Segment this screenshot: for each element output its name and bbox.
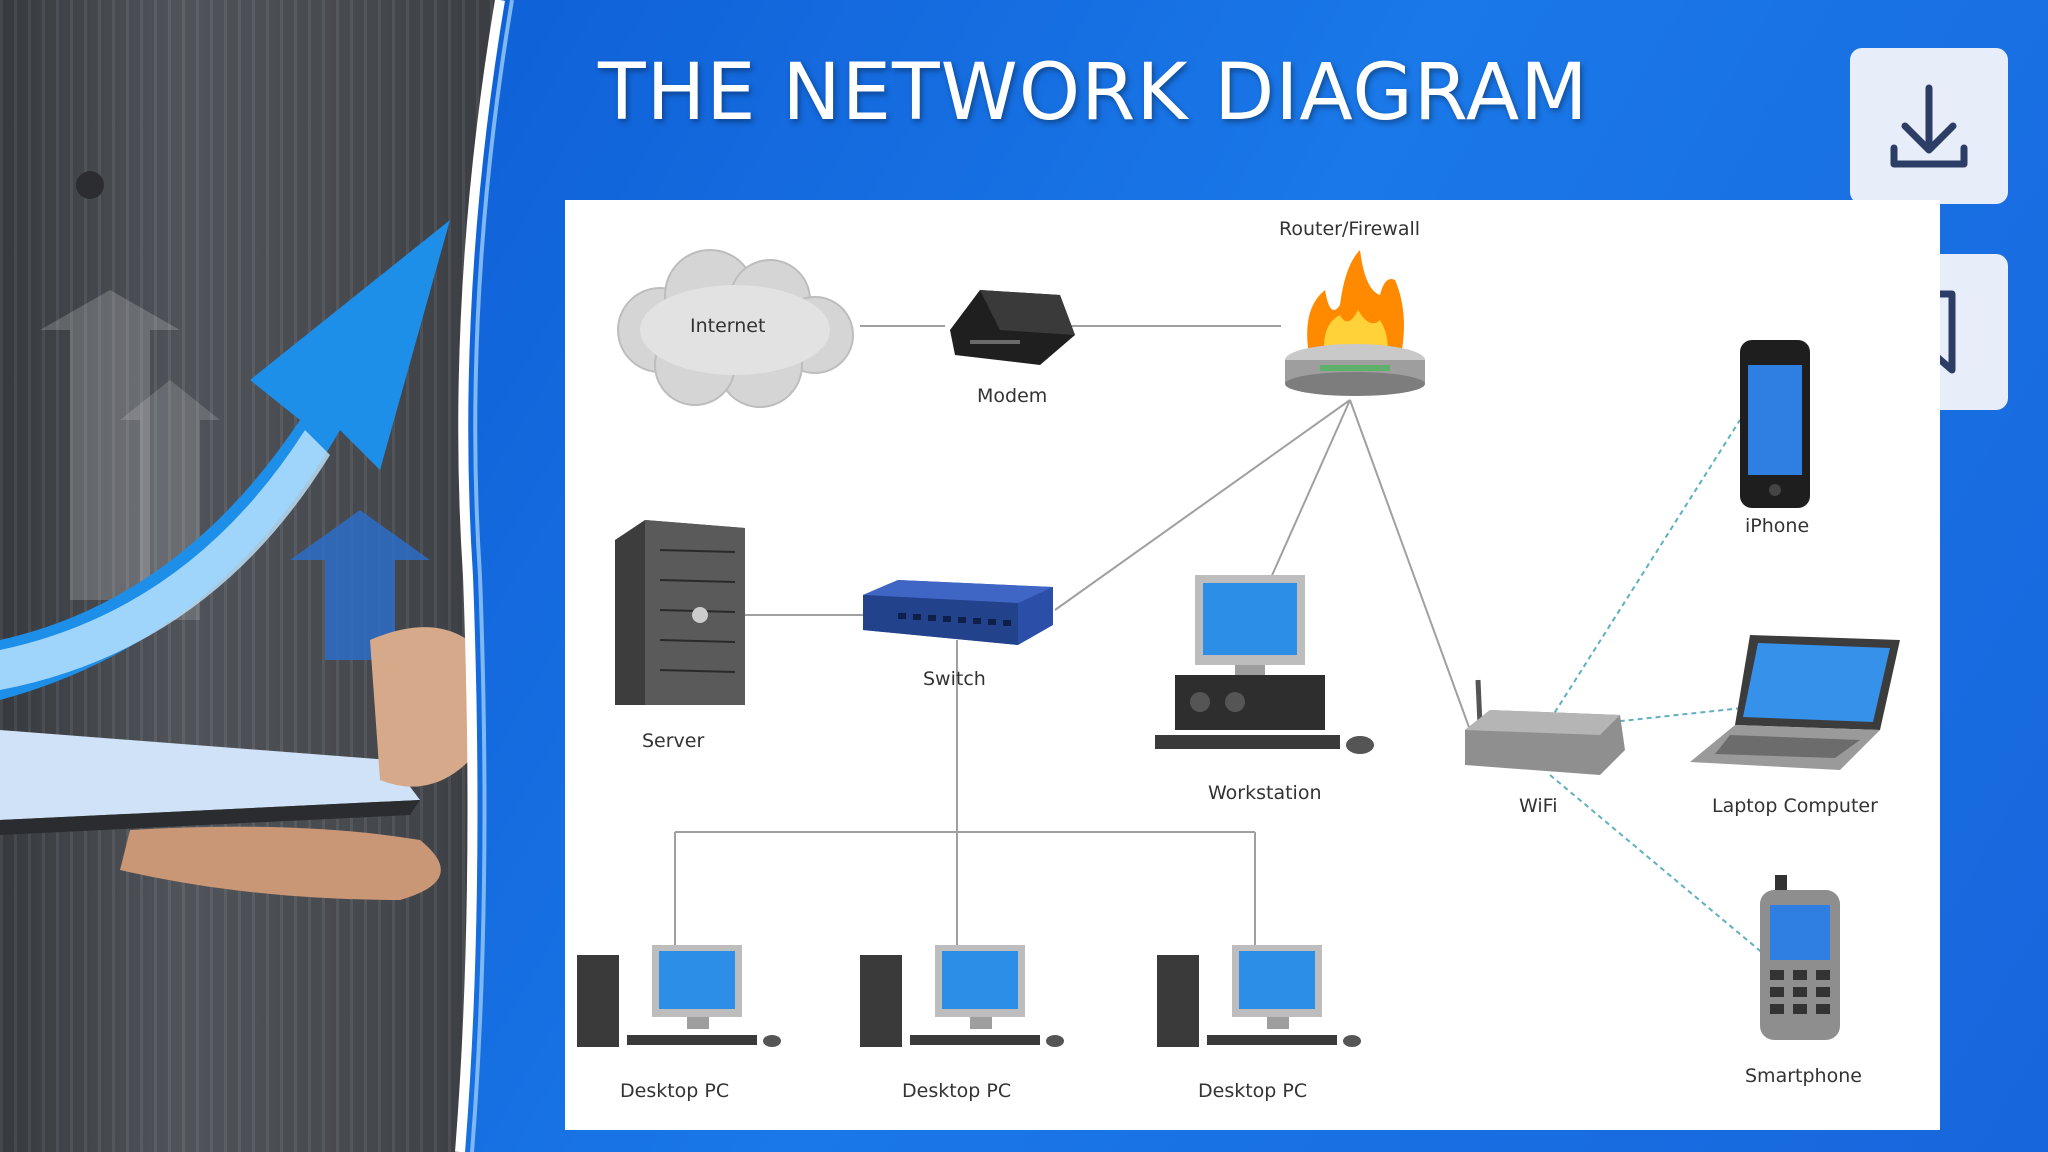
- download-button[interactable]: [1850, 48, 2008, 204]
- network-diagram: Internet Modem Router/Firewall Server: [565, 200, 1940, 1130]
- server-label: Server: [642, 730, 705, 752]
- modem-label: Modem: [977, 385, 1048, 407]
- desktop-pc-label: Desktop PC: [1198, 1080, 1308, 1102]
- desktop-pc-icon: [577, 945, 781, 1047]
- switch-icon: [863, 580, 1053, 645]
- desktop-pc-icon: [1157, 945, 1361, 1047]
- download-icon: [1890, 84, 1968, 168]
- desktop-pc-label: Desktop PC: [902, 1080, 1012, 1102]
- smartphone-label: Smartphone: [1745, 1065, 1862, 1087]
- desktop-pc-icon: [860, 945, 1064, 1047]
- internet-label: Internet: [690, 315, 766, 337]
- wifi-router-icon: [1465, 679, 1625, 775]
- page-title: THE NETWORK DIAGRAM: [598, 48, 1589, 138]
- switch-label: Switch: [923, 668, 986, 690]
- workstation-label: Workstation: [1208, 782, 1322, 804]
- laptop-label: Laptop Computer: [1712, 795, 1878, 817]
- firewall-icon: [1285, 250, 1425, 396]
- internet-cloud-icon: [617, 249, 854, 408]
- wifi-label: WiFi: [1519, 795, 1558, 817]
- smartphone-icon: [1760, 875, 1840, 1040]
- modem-icon: [950, 290, 1075, 365]
- laptop-icon: [1690, 635, 1900, 770]
- hero-photo: [0, 0, 520, 1152]
- workstation-icon: [1155, 575, 1374, 754]
- iphone-icon: [1740, 340, 1810, 508]
- server-icon: [615, 520, 745, 705]
- iphone-label: iPhone: [1745, 515, 1810, 537]
- router-label: Router/Firewall: [1279, 218, 1421, 240]
- curve-divider: [455, 0, 514, 1152]
- desktop-pc-label: Desktop PC: [620, 1080, 730, 1102]
